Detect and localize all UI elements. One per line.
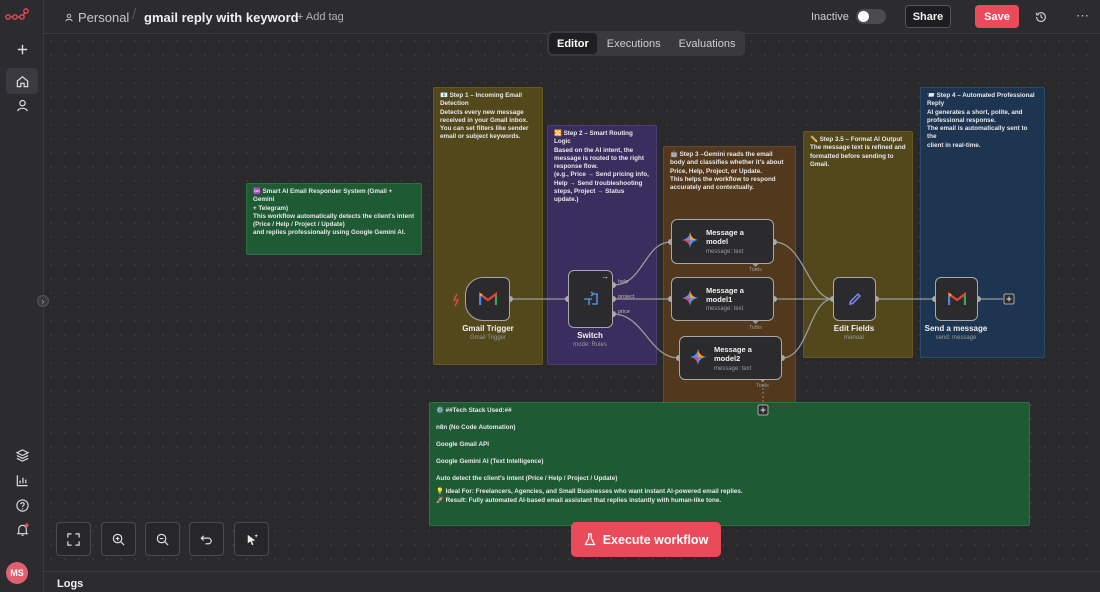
gemini-icon [682, 232, 698, 248]
n8n-logo[interactable] [5, 8, 29, 22]
logs-panel[interactable]: Logs [44, 571, 1100, 592]
logs-label: Logs [57, 578, 83, 590]
flask-icon [584, 533, 596, 546]
zoom-in-button[interactable] [101, 522, 136, 556]
arrow-right-icon: → [601, 272, 609, 281]
gmail-icon [479, 292, 497, 306]
sidebar-item-personal[interactable] [6, 92, 38, 118]
node-label: Message a model2 [714, 345, 764, 363]
node-label: Send a message [916, 324, 996, 333]
add-icon [15, 42, 30, 57]
tools-label: Tools [749, 267, 762, 273]
workflow-canvas[interactable]: ♾️ Smart AI Email Responder System (Gmai… [44, 34, 1100, 571]
zoom-in-icon [111, 532, 126, 547]
node-edit-fields[interactable] [833, 277, 876, 321]
node-label: Gmail Trigger [448, 324, 528, 333]
sidebar-item-templates[interactable] [6, 442, 38, 468]
tools-label: Tools [756, 383, 769, 389]
node-gmail-trigger[interactable] [465, 277, 510, 321]
more-options-icon[interactable]: ⋯ [1076, 8, 1089, 24]
workflow-title[interactable]: gmail reply with keyword [144, 10, 299, 25]
gemini-icon [690, 349, 706, 365]
tools-label: Tools [749, 325, 762, 331]
breadcrumb-owner-label: Personal [78, 10, 129, 25]
tidy-up-button[interactable] [234, 522, 269, 556]
chevron-right-icon: › [42, 297, 45, 306]
node-subtitle: message: text [706, 306, 743, 312]
fit-view-icon [66, 532, 81, 547]
node-message-a-model2[interactable]: Message a model2 message: text [679, 336, 782, 380]
left-sidebar: MS [0, 0, 44, 592]
user-icon [15, 98, 30, 113]
node-label: Message a model1 [706, 286, 756, 304]
zoom-out-icon [155, 532, 170, 547]
node-label: Edit Fields [814, 324, 894, 333]
node-send-a-message[interactable] [935, 277, 978, 321]
output-label-help: help [618, 279, 628, 285]
node-subtitle: manual [814, 335, 894, 341]
collapse-sidebar-button[interactable]: › [37, 295, 49, 307]
active-status-label: Inactive [811, 11, 849, 23]
sidebar-item-help[interactable] [6, 492, 38, 518]
notifications-icon [15, 522, 30, 537]
connection-model-edit [774, 242, 833, 299]
breadcrumb-separator: / [132, 6, 136, 24]
execute-workflow-button[interactable]: Execute workflow [571, 522, 721, 557]
view-tabs: Editor Executions Evaluations [547, 31, 745, 56]
node-subtitle: message: text [714, 366, 751, 372]
add-node-button[interactable] [1004, 294, 1014, 304]
undo-icon [199, 532, 214, 547]
fit-view-button[interactable] [56, 522, 91, 556]
add-button[interactable] [6, 36, 38, 62]
history-icon[interactable] [1034, 10, 1048, 24]
node-subtitle: mode: Rules [550, 342, 630, 348]
insights-icon [15, 473, 30, 488]
zoom-out-button[interactable] [145, 522, 180, 556]
node-subtitle: Gmail Trigger [448, 335, 528, 341]
templates-icon [15, 448, 30, 463]
add-tool-button[interactable] [758, 405, 768, 415]
gmail-icon [948, 292, 966, 306]
add-tag-link[interactable]: + Add tag [297, 11, 344, 23]
share-button[interactable]: Share [905, 5, 951, 28]
undo-button[interactable] [189, 522, 224, 556]
save-button[interactable]: Save [975, 5, 1019, 28]
node-message-a-model1[interactable]: Message a model1 message: text [671, 277, 774, 321]
tab-evaluations[interactable]: Evaluations [671, 33, 744, 54]
output-label-price: price [618, 309, 630, 315]
switch-icon [582, 291, 600, 307]
node-subtitle: message: text [706, 249, 743, 255]
logo-icon [5, 8, 29, 22]
pencil-icon [847, 291, 863, 307]
home-icon [15, 74, 30, 89]
trigger-bolt-icon [454, 294, 458, 306]
output-label-project: project [618, 294, 635, 300]
tab-executions[interactable]: Executions [599, 33, 669, 54]
node-message-a-model[interactable]: Message a model message: text [671, 219, 774, 264]
node-label: Switch [550, 331, 630, 340]
help-icon [15, 498, 30, 513]
tab-editor[interactable]: Editor [549, 33, 597, 54]
active-toggle[interactable] [856, 9, 886, 24]
avatar[interactable]: MS [6, 562, 28, 584]
tidy-up-icon [244, 532, 259, 547]
sidebar-item-notifications[interactable] [6, 516, 38, 542]
execute-workflow-label: Execute workflow [603, 533, 709, 547]
node-subtitle: send: message [916, 335, 996, 341]
sidebar-item-home[interactable] [6, 68, 38, 94]
node-label: Message a model [706, 228, 756, 246]
gemini-icon [682, 290, 698, 306]
user-icon [64, 12, 74, 23]
top-bar: Personal / gmail reply with keyword + Ad… [44, 0, 1100, 34]
sidebar-item-insights[interactable] [6, 467, 38, 493]
breadcrumb-owner[interactable]: Personal [64, 10, 129, 25]
